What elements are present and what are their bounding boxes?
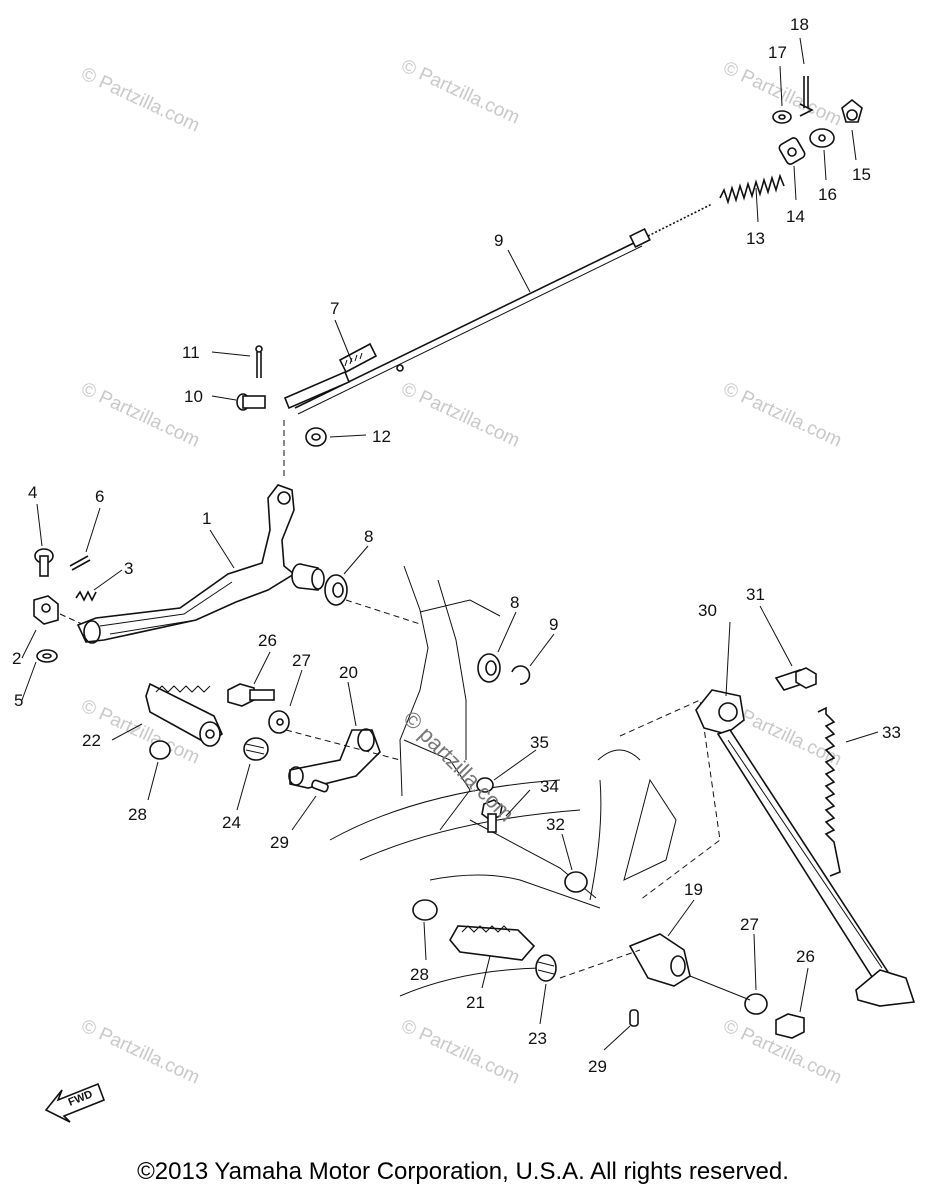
callout-22: 21 [466,993,485,1012]
callout-35: 35 [530,733,549,752]
brake-rod-assembly [236,76,863,478]
bolt-31 [774,667,817,691]
callout-2: 2 [12,649,21,668]
watermark: © Partzilla.com [720,378,845,451]
callout-6: 6 [95,487,104,506]
brake-rod [294,239,641,409]
washer-18 [772,110,792,124]
brake-pedal [76,484,325,644]
clevis-pin [236,393,266,411]
cotter-pin-13 [255,345,263,378]
footrest-left [145,682,223,747]
bolt-26-right [775,1013,805,1039]
callout-19: 18 [790,15,809,34]
washer-8-right [477,653,501,683]
callout-18: 17 [768,43,787,62]
callout-34: 34 [540,777,559,796]
rod-clevis [283,342,404,410]
nut-32 [564,871,588,893]
callout-23: 22 [82,731,101,750]
callout-16: 15 [852,165,871,184]
callout-24: 23 [528,1029,547,1048]
watermark: © Partzilla.com [398,1015,523,1088]
callout-25: 24 [222,813,241,832]
watermark: © Partzilla.com [78,1015,203,1088]
callout-20: 19 [684,880,703,899]
callout-32: 32 [546,815,565,834]
callout-26-left: 26 [258,631,277,650]
callout-8-right: 8 [510,593,519,612]
watermark: © Partzilla.com [78,63,203,136]
washer-27 [268,710,290,734]
callout-10: 9 [494,231,503,250]
callout-27-right: 27 [740,915,759,934]
rod-thread [647,203,713,237]
callout-12: 12 [372,427,391,446]
footrest-bracket-21 [288,728,381,789]
callout-9: 9 [549,615,558,634]
watermark: © Partzilla.com [398,55,523,128]
callout-29-left: 29 [270,833,289,852]
bolt-26 [227,683,275,707]
pin-29 [311,779,329,793]
callout-1: 1 [202,509,211,528]
callout-4: 4 [28,483,37,502]
callout-3: 3 [124,559,133,578]
callout-13: 11 [182,343,200,362]
spring-25 [243,737,269,761]
brake-spring [719,173,785,205]
callout-29-right: 29 [588,1057,607,1076]
cotter-pin [799,76,814,117]
callout-31: 31 [746,585,765,604]
callout-11: 10 [184,387,203,406]
nut-35 [476,777,494,793]
spring-33 [817,706,841,877]
callout-15: 14 [786,207,805,226]
bolt-34 [481,799,503,833]
e-clip [511,665,531,685]
washer-28 [149,740,171,760]
center-watermark: © partzilla.com [398,706,519,827]
callout-26-right: 26 [796,947,815,966]
frame-outline [329,565,721,997]
spring-24 [535,954,557,982]
pedal-adjuster [33,548,97,663]
copyright-notice: ©2013 Yamaha Motor Corporation, U.S.A. A… [137,1158,789,1185]
callout-14: 13 [746,229,765,248]
sidestand [695,689,916,1007]
wing-nut [841,98,863,123]
callout-28-right: 28 [410,965,429,984]
leader-lines [21,37,879,1051]
callout-33: 33 [882,723,901,742]
washer-12 [305,427,327,447]
callout-30: 30 [698,601,717,620]
fwd-arrow-icon: FWD [44,1082,106,1123]
pin-29-right [629,1009,639,1027]
callout-labels: 18 17 15 16 14 13 9 7 11 10 12 1 4 6 3 2… [12,15,901,1076]
watermark: © Partzilla.com [398,378,523,451]
footrest-right [449,925,536,961]
callout-8-left: 8 [364,527,373,546]
callout-5: 5 [14,691,23,710]
callout-7: 7 [330,299,339,318]
brake-joint [809,128,835,148]
callout-21: 20 [339,663,358,682]
washer-27-right [744,993,768,1015]
callout-17: 16 [818,185,837,204]
footrest-bracket-20 [628,933,691,987]
adjusting-nut [778,137,806,165]
washer-8 [324,574,348,606]
washer-28-right [412,899,438,921]
callout-27-left: 27 [292,651,311,670]
callout-28-left: 28 [128,805,147,824]
